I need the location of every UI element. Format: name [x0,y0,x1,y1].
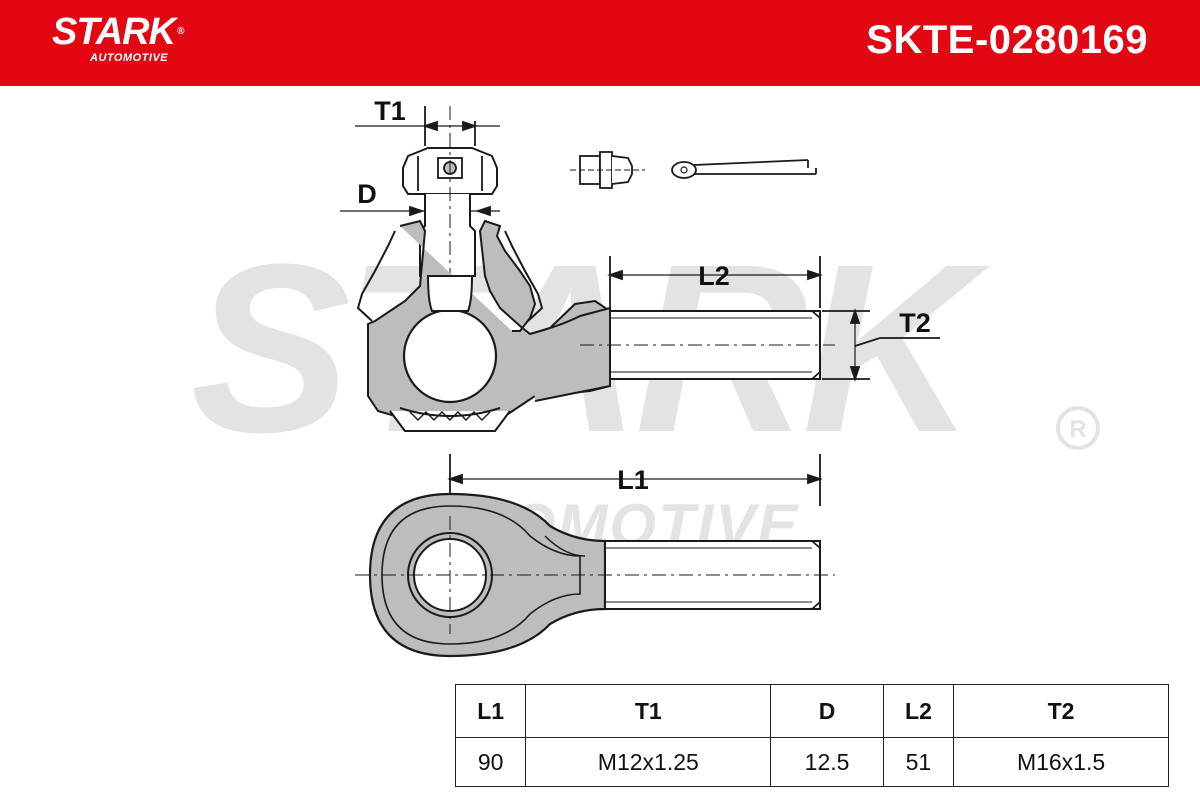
nut-detail-icon [570,151,645,189]
ball-joint [402,308,498,404]
cotter-pin-icon [671,159,817,179]
dim-label-t2: T2 [899,308,931,338]
dim-label-l2: L2 [698,261,730,291]
brand-sub: AUTOMOTIVE [90,52,169,64]
spec-header-l1: L1 [454,684,527,738]
spec-table-header-row: L1 T1 D L2 T2 [454,684,1169,738]
dim-label-l1: L1 [617,465,649,495]
spec-header-l2: L2 [882,684,955,738]
brand-name: STARK [52,11,176,53]
spec-header-t1: T1 [525,684,772,738]
spec-value-t2: M16x1.5 [953,737,1169,787]
technical-drawing: STARK R AUTOMOTIVE [191,96,1100,658]
svg-text:R: R [1069,416,1086,443]
watermark-registered-icon [1056,406,1100,450]
registered-icon: ® [177,26,184,37]
brand-logo: STARK® AUTOMOTIVE [52,11,185,64]
part-number: SKTE-0280169 [866,18,1148,62]
spec-value-d: 12.5 [770,737,884,787]
dim-label-d: D [357,179,377,209]
spec-value-t1: M12x1.25 [525,737,772,787]
spec-header-t2: T2 [953,684,1169,738]
spec-table: L1 T1 D L2 T2 90 M12x1.25 12.5 51 M16x1.… [454,684,1169,787]
header-bar: STARK® AUTOMOTIVE SKTE-0280169 [0,0,1200,86]
spec-value-l2: 51 [882,737,955,787]
dim-label-t1: T1 [374,96,406,126]
spec-table-value-row: 90 M12x1.25 12.5 51 M16x1.5 [454,737,1169,787]
spec-header-d: D [770,684,884,738]
spec-value-l1: 90 [454,737,527,787]
